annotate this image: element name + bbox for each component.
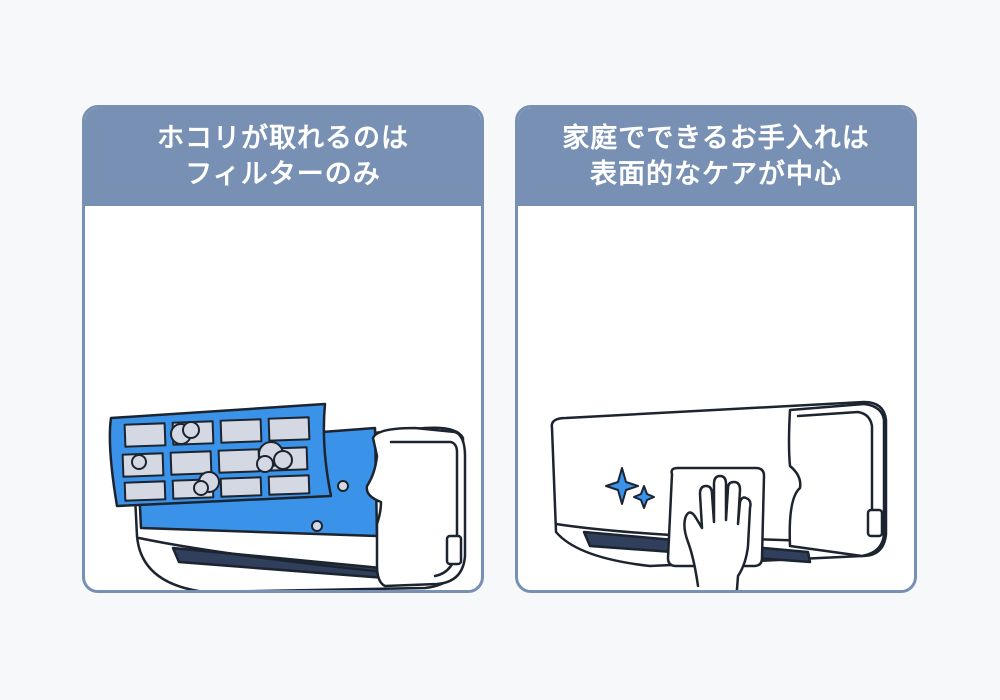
card-illustration-area: [85, 206, 481, 590]
info-card-surface-care: 家庭でできるお手入れは 表面的なケアが中心: [515, 105, 917, 593]
card-header: ホコリが取れるのは フィルターのみ: [85, 108, 481, 206]
info-card-filter: ホコリが取れるのは フィルターのみ: [82, 105, 484, 593]
card-title-line-1: 家庭でできるお手入れは: [562, 123, 870, 154]
air-conditioner-filter-illustration: [108, 402, 467, 590]
card-title-line-2: 表面的なケアが中心: [590, 159, 842, 190]
card-illustration-area: [518, 206, 914, 590]
wiping-air-conditioner-illustration: [550, 400, 888, 590]
card-title-line-2: フィルターのみ: [185, 159, 381, 190]
card-title-line-1: ホコリが取れるのは: [157, 123, 409, 154]
card-header: 家庭でできるお手入れは 表面的なケアが中心: [518, 108, 914, 206]
